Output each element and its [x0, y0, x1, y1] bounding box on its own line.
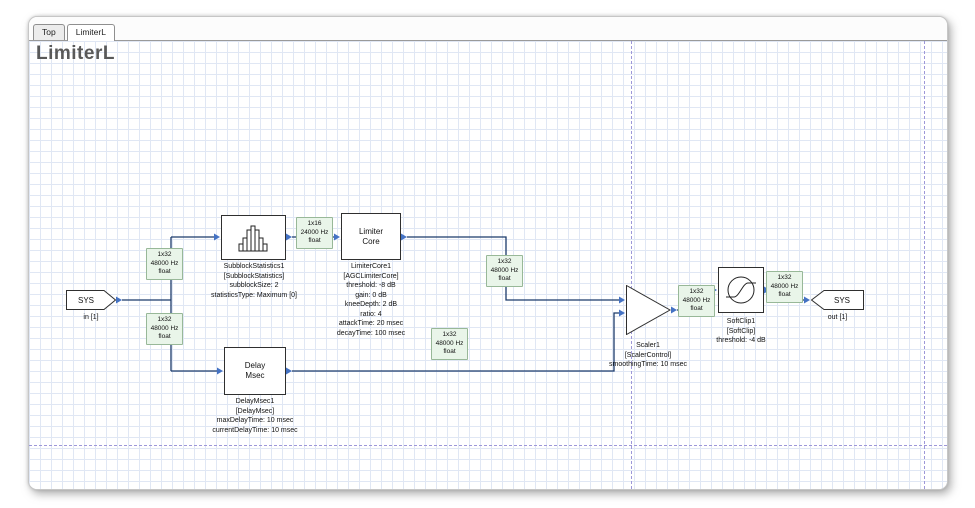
scaler-control-input-pin[interactable] [619, 296, 625, 304]
sys-in-output-pin[interactable] [116, 296, 122, 304]
scaler-block[interactable] [626, 284, 672, 336]
delay-input-pin[interactable] [217, 367, 223, 375]
subblock-output-pin[interactable] [286, 233, 292, 241]
diagram-canvas[interactable]: LimiterL SYS [29, 41, 947, 489]
sys-input-caption: in [1] [83, 314, 99, 321]
scaler-audio-input-pin[interactable] [619, 309, 625, 317]
scaler-triangle-shape [626, 284, 672, 336]
page-guide-horizontal [29, 445, 947, 446]
softclip-block[interactable] [718, 267, 764, 313]
diagram-title: LimiterL [36, 43, 115, 64]
sys-input-block[interactable]: SYS [66, 290, 117, 310]
sys-output-label: SYS [834, 296, 850, 305]
sys-out-input-pin[interactable] [804, 296, 810, 304]
sys-output-shape: SYS [810, 290, 864, 310]
tab-top[interactable]: Top [33, 24, 65, 40]
sys-input-shape: SYS [66, 290, 117, 310]
scaler-output-pin[interactable] [671, 306, 677, 314]
subblock-statistics-caption: SubblockStatistics1[SubblockStatistics]s… [211, 263, 297, 299]
tab-bar: Top LimiterL [29, 17, 947, 41]
softclip-icon [726, 276, 756, 304]
sys-output-block[interactable]: SYS [810, 290, 864, 310]
sys-input-label: SYS [78, 296, 94, 305]
sys-output-caption: out [1] [827, 314, 848, 321]
subblock-statistics-block[interactable] [221, 215, 286, 260]
scaler-caption: Scaler1[ScalerControl]smoothingTime: 10 … [609, 342, 687, 368]
app-window: Top LimiterL LimiterL [28, 16, 948, 490]
page-guide-vertical-1 [631, 41, 632, 489]
histogram-icon [238, 225, 267, 251]
delay-output-pin[interactable] [286, 367, 292, 375]
limiter-core-caption: LimiterCore1[AGCLimiterCore]threshold: -… [336, 263, 406, 337]
page-guide-vertical-2 [924, 41, 925, 489]
delay-msec-caption: DelayMsec1[DelayMsec]maxDelayTime: 10 ms… [212, 398, 298, 434]
tab-limiterl[interactable]: LimiterL [66, 24, 115, 41]
softclip-caption: SoftClip1[SoftClip]threshold: -4 dB [716, 318, 766, 344]
limiter-input-pin[interactable] [334, 233, 340, 241]
wire-sysin-branch[interactable] [122, 236, 217, 372]
subblock-input-pin[interactable] [214, 233, 220, 241]
limiter-output-pin[interactable] [401, 233, 407, 241]
wire-delay-to-scaler[interactable] [292, 312, 619, 372]
